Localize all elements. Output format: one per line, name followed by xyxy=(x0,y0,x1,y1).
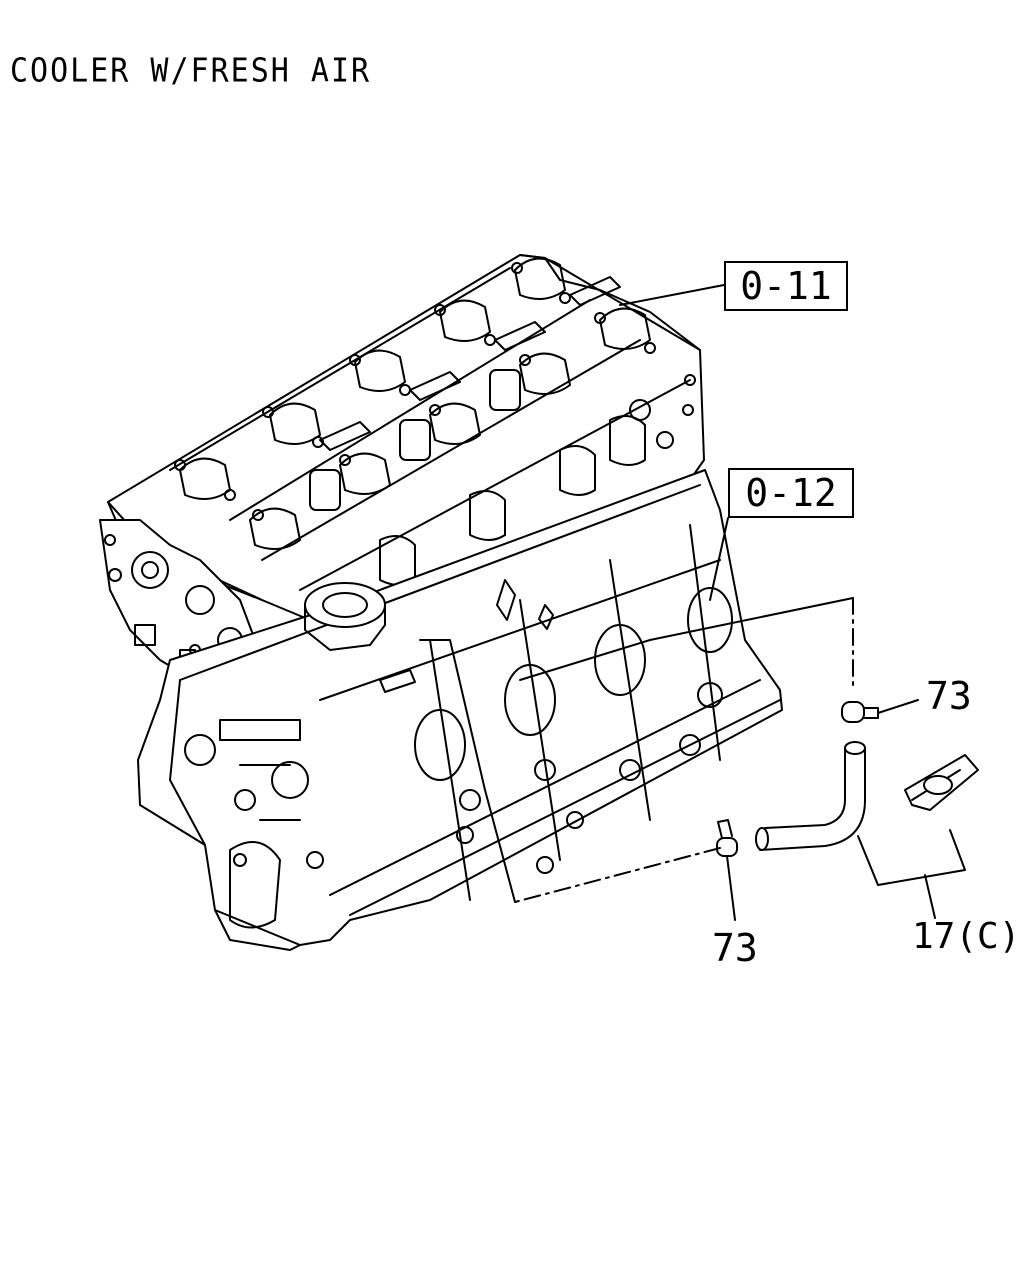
fresh-air-hose xyxy=(755,741,866,851)
reference-leaders xyxy=(619,284,729,601)
clip-bracket xyxy=(904,754,979,811)
diagram-title: COOLER W/FRESH AIR xyxy=(10,52,372,91)
hose-clamp-lower xyxy=(716,819,738,921)
head-bolts xyxy=(174,262,696,521)
part-callout-73-lower[interactable]: 73 xyxy=(712,926,758,970)
part-callout-17c[interactable]: 17(C) xyxy=(912,916,1021,957)
cylinder-block xyxy=(137,469,783,951)
reference-box-0-12[interactable]: 0-12 xyxy=(728,468,854,518)
hose-assembly xyxy=(419,597,979,921)
reference-box-0-11[interactable]: 0-11 xyxy=(724,261,848,311)
cam-caps xyxy=(179,257,651,550)
part-callout-73-upper[interactable]: 73 xyxy=(926,674,972,718)
hose-clamp-upper xyxy=(841,699,919,723)
